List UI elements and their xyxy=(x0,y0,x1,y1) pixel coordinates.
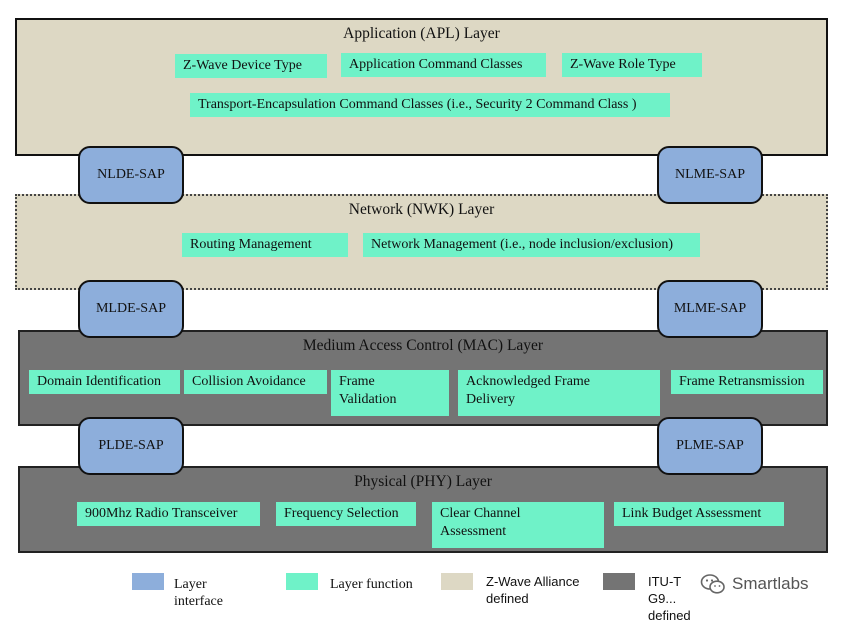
function-frequency-selection: Frequency Selection xyxy=(276,502,416,526)
watermark-text: Smartlabs xyxy=(732,574,809,593)
function-transport-encapsulation: Transport-Encapsulation Command Classes … xyxy=(190,93,670,117)
function-application-command-classes: Application Command Classes xyxy=(341,53,546,77)
mac-layer-title: Medium Access Control (MAC) Layer xyxy=(302,337,544,354)
sap-mlde: MLDE-SAP xyxy=(78,280,184,338)
nwk-layer-title: Network (NWK) Layer xyxy=(348,201,495,218)
function-network-management: Network Management (i.e., node inclusion… xyxy=(363,233,700,257)
sap-nlde: NLDE-SAP xyxy=(78,146,184,204)
function-frame-validation: Frame Validation xyxy=(331,370,449,416)
legend-swatch-layer-function xyxy=(286,573,318,590)
legend-swatch-zwave-alliance xyxy=(441,573,473,590)
sap-plme: PLME-SAP xyxy=(657,417,763,475)
phy-layer-title: Physical (PHY) Layer xyxy=(354,473,492,490)
legend-label-layer-interface: Layer interface xyxy=(174,577,223,609)
apl-layer-title: Application (APL) Layer xyxy=(343,25,500,42)
legend-swatch-layer-interface xyxy=(132,573,164,590)
function-routing-management: Routing Management xyxy=(182,233,348,257)
apl-layer: Application (APL) Layer xyxy=(15,18,828,156)
function-domain-identification: Domain Identification xyxy=(29,370,180,394)
legend-swatch-itu xyxy=(603,573,635,590)
watermark: Smartlabs xyxy=(700,572,809,596)
function-radio-transceiver: 900Mhz Radio Transceiver xyxy=(77,502,260,526)
function-frame-retransmission: Frame Retransmission xyxy=(671,370,823,394)
legend-label-layer-function: Layer function xyxy=(330,577,413,592)
function-zwave-role-type: Z-Wave Role Type xyxy=(562,53,702,77)
function-link-budget-assessment: Link Budget Assessment xyxy=(614,502,784,526)
function-clear-channel-assessment: Clear Channel Assessment xyxy=(432,502,604,548)
sap-plde: PLDE-SAP xyxy=(78,417,184,475)
function-acknowledged-frame-delivery: Acknowledged Frame Delivery xyxy=(458,370,660,416)
function-zwave-device-type: Z-Wave Device Type xyxy=(175,54,327,78)
wechat-icon xyxy=(700,574,725,594)
sap-mlme: MLME-SAP xyxy=(657,280,763,338)
legend-label-zwave-alliance: Z-Wave Alliance defined xyxy=(486,574,580,606)
function-collision-avoidance: Collision Avoidance xyxy=(184,370,327,394)
sap-nlme: NLME-SAP xyxy=(657,146,763,204)
